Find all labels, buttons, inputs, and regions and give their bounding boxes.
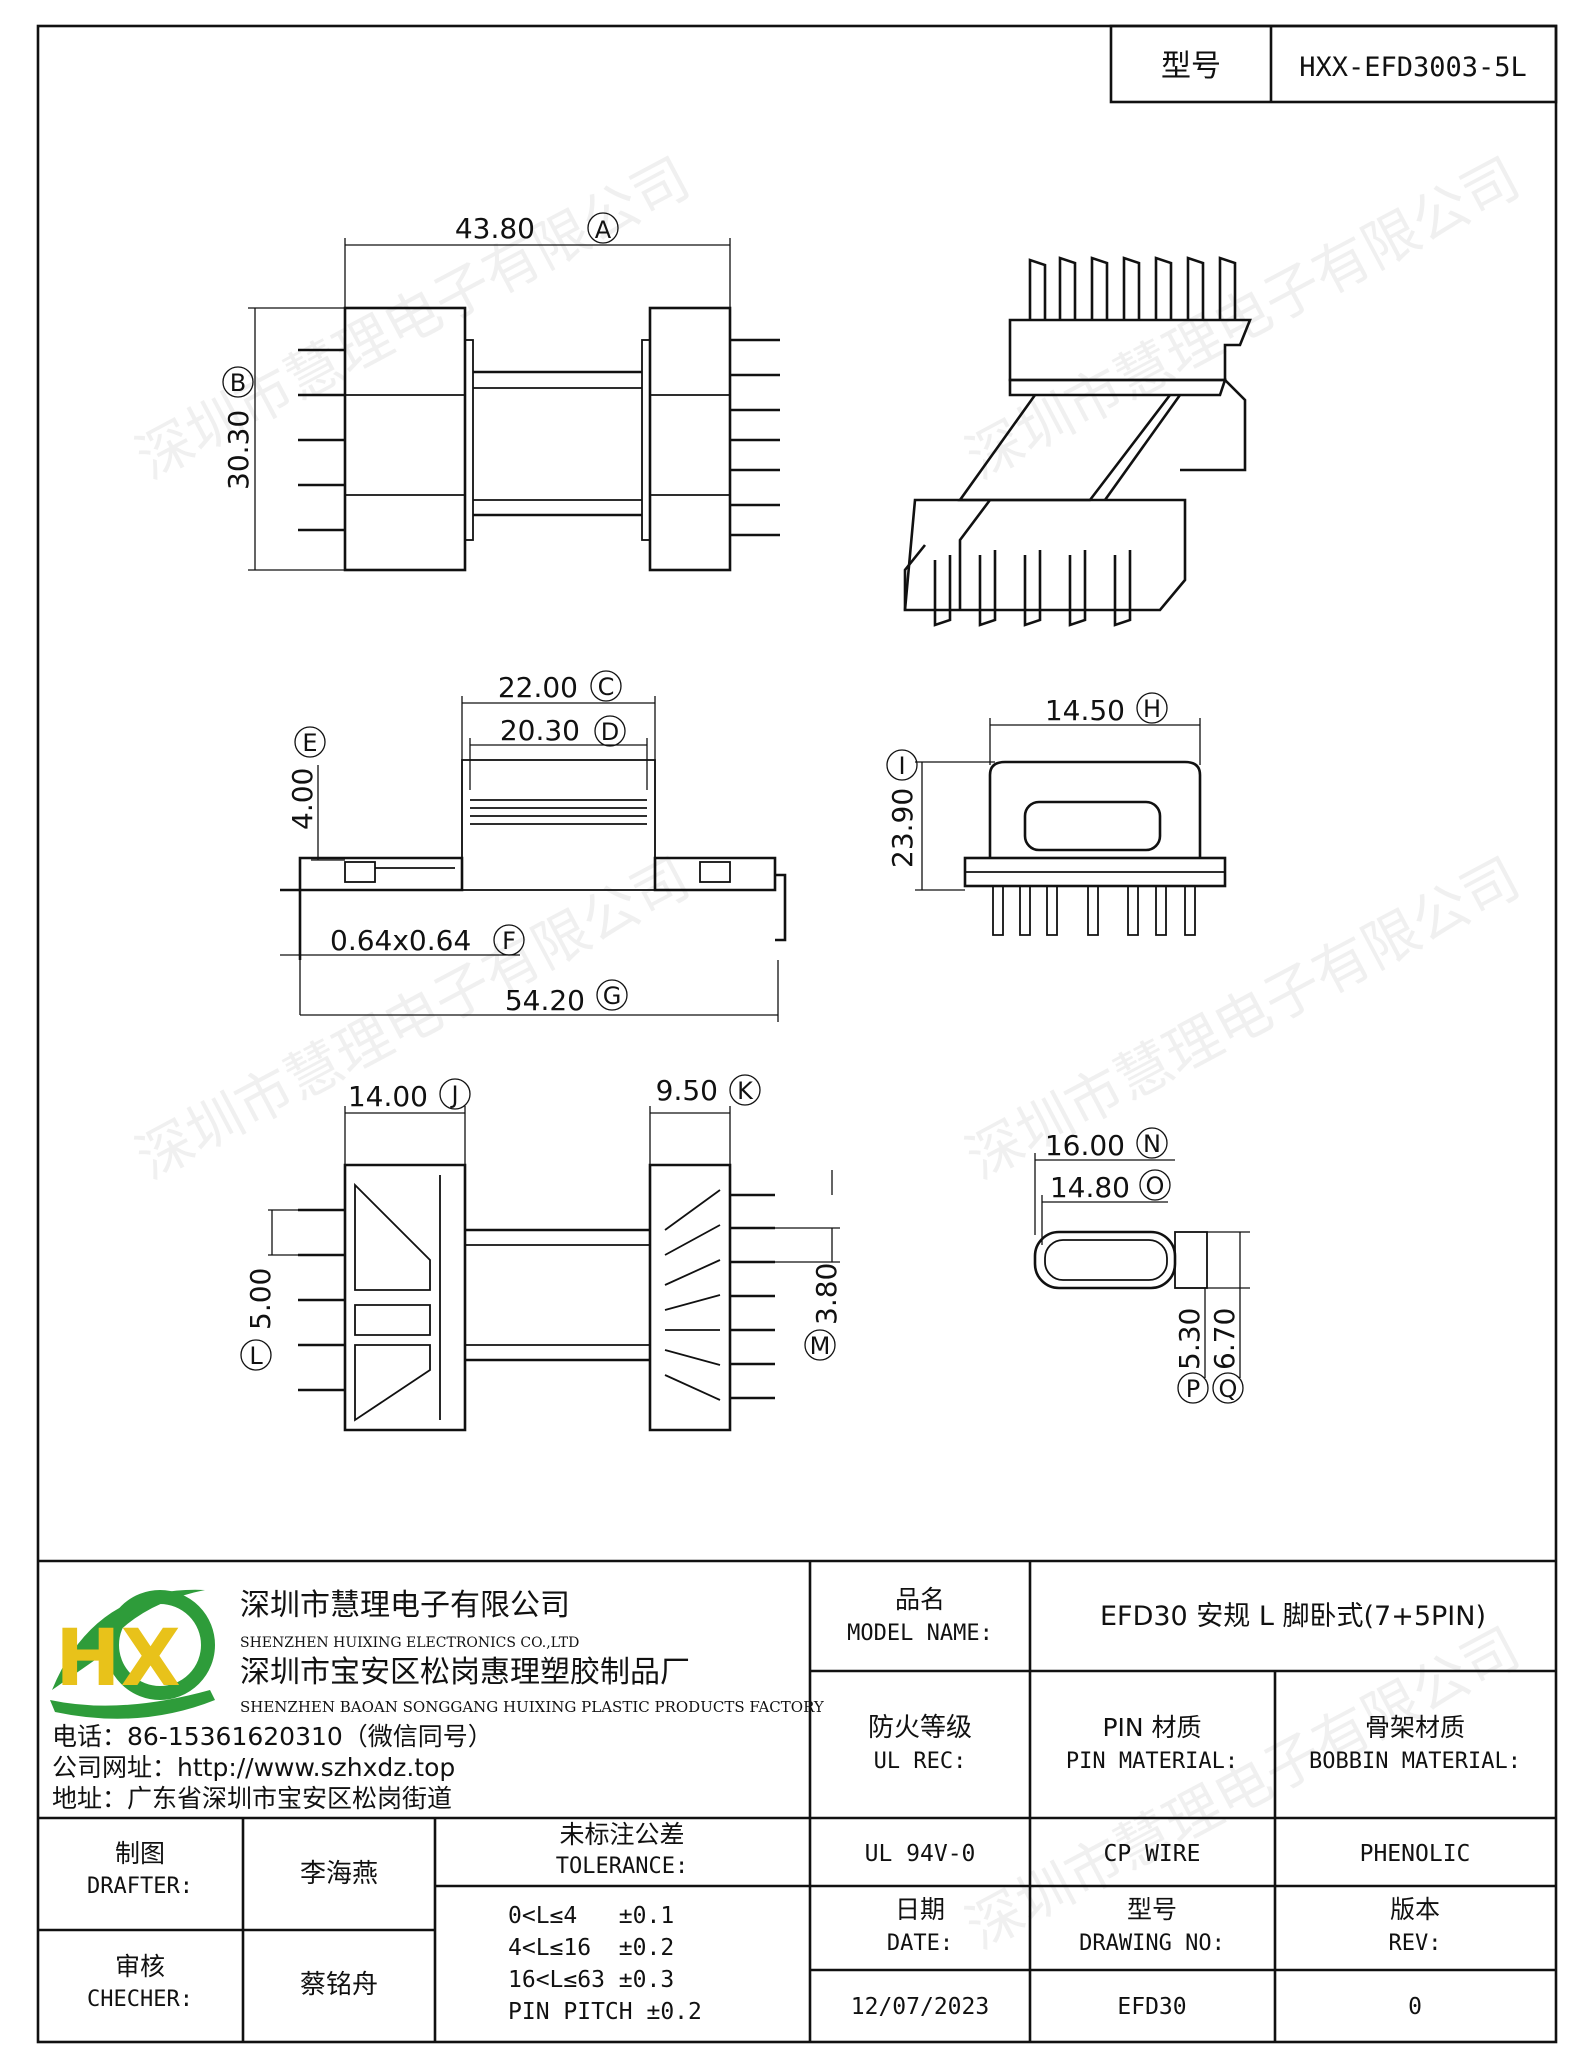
dim-a-value: 43.80 <box>455 212 535 245</box>
drawing-no-value: EFD30 <box>1117 1994 1186 2020</box>
dim-a-letter: A <box>595 216 612 244</box>
fire-rating-value: UL 94V-0 <box>865 1841 976 1867</box>
drafter-name: 李海燕 <box>300 1859 378 1889</box>
dim-e-value: 4.00 <box>286 768 319 830</box>
bobbin-material-label-cn: 骨架材质 <box>1365 1713 1465 1742</box>
checker-label-en: CHECHER: <box>87 1987 193 2012</box>
company-phone: 电话：86-15361620310（微信同号） <box>52 1722 493 1751</box>
dim-g-letter: G <box>603 982 622 1010</box>
bobbin-material-label-en: BOBBIN MATERIAL: <box>1309 1749 1521 1774</box>
dim-q-letter: Q <box>1219 1375 1238 1403</box>
dim-q-value: 6.70 <box>1208 1308 1241 1370</box>
top-view: 43.80 A 30.30 B <box>222 212 780 572</box>
header-model-label: 型号 <box>1161 49 1221 84</box>
dim-o-letter: O <box>1146 1172 1165 1200</box>
isometric-view <box>903 256 1252 627</box>
factory-name-en: SHENZHEN BAOAN SONGGANG HUIXING PLASTIC … <box>240 1698 825 1716</box>
sheet-border <box>36 24 1558 2044</box>
dim-g-value: 54.20 <box>505 984 585 1017</box>
header-model-value: HXX-EFD3003-5L <box>1299 52 1527 83</box>
pin-material-value: CP WIRE <box>1104 1841 1201 1867</box>
watermark-text: 深圳市慧理电子有限公司 <box>956 1616 1530 1963</box>
header-model-box: 型号 HXX-EFD3003-5L <box>1109 24 1558 104</box>
company-website: 公司网址：http://www.szhxdz.top <box>52 1753 455 1782</box>
checker-label-cn: 审核 <box>115 1952 165 1981</box>
dim-j-letter: J <box>449 1081 458 1109</box>
product-name-label-en: MODEL NAME: <box>847 1621 993 1646</box>
rev-value: 0 <box>1408 1994 1422 2020</box>
dim-c-value: 22.00 <box>498 671 578 704</box>
dim-i-letter: H <box>1143 695 1161 723</box>
dim-e-letter: E <box>302 729 317 757</box>
fire-rating-label-cn: 防火等级 <box>868 1713 972 1743</box>
bottom-view: 14.00 J 9.50 K <box>240 1074 843 1432</box>
rev-label-en: REV: <box>1389 1931 1442 1956</box>
company-address: 地址：广东省深圳市宝安区松岗街道 <box>52 1784 452 1813</box>
date-value: 12/07/2023 <box>851 1994 989 2020</box>
dim-n-letter: N <box>1143 1130 1161 1158</box>
dim-k-letter: K <box>737 1077 754 1105</box>
dim-d-value: 20.30 <box>500 714 580 747</box>
watermark-text: 深圳市慧理电子有限公司 <box>126 146 700 493</box>
dim-h-value: 23.90 <box>886 788 919 868</box>
logo-text: HX <box>55 1614 180 1704</box>
watermark-text: 深圳市慧理电子有限公司 <box>126 846 700 1193</box>
product-name-value: EFD30 安规 L 脚卧式(7+5PIN) <box>1100 1601 1486 1632</box>
drafter-label-en: DRAFTER: <box>87 1874 193 1899</box>
company-name-cn: 深圳市慧理电子有限公司 <box>240 1588 570 1623</box>
dim-f-value: 0.64x0.64 <box>330 924 471 957</box>
factory-name-cn: 深圳市宝安区松岗惠理塑胶制品厂 <box>240 1655 690 1690</box>
date-label-en: DATE: <box>887 1931 953 1956</box>
pin-material-label-en: PIN MATERIAL: <box>1066 1749 1238 1774</box>
section-view: 16.00 N 14.80 O 5.30 6.70 P Q <box>1033 1127 1250 1404</box>
drafter-label-cn: 制图 <box>115 1839 165 1868</box>
dim-d-letter: D <box>601 718 619 746</box>
dim-b-letter: B <box>230 369 246 397</box>
drawing-no-label-en: DRAWING NO: <box>1079 1931 1225 1956</box>
dim-o-value: 14.80 <box>1050 1171 1130 1204</box>
dim-i-value: 14.50 <box>1045 694 1125 727</box>
dim-k-value: 9.50 <box>656 1074 718 1107</box>
dim-p-value: 5.30 <box>1173 1308 1206 1370</box>
dim-f-letter: F <box>502 927 516 955</box>
pin-material-label-cn: PIN 材质 <box>1102 1713 1201 1742</box>
title-block: HX 深圳市慧理电子有限公司 SHENZHEN HUIXING ELECTRON… <box>38 1559 1556 2042</box>
dim-c-letter: C <box>598 673 615 701</box>
bobbin-material-value: PHENOLIC <box>1360 1841 1471 1867</box>
dim-b-value: 30.30 <box>222 410 255 490</box>
dim-l-value: 5.00 <box>244 1268 277 1330</box>
tolerance-line: 0<L≤4 ±0.1 <box>508 1903 674 1929</box>
dim-j-value: 14.00 <box>348 1080 428 1113</box>
dim-h-letter: I <box>898 752 905 780</box>
fire-rating-label-en: UL REC: <box>874 1749 967 1774</box>
dim-m-value: 3.80 <box>810 1263 843 1325</box>
dim-l-letter: L <box>249 1342 263 1370</box>
rev-label-cn: 版本 <box>1390 1895 1440 1924</box>
product-name-label-cn: 品名 <box>895 1585 945 1614</box>
dim-m-letter: M <box>810 1332 831 1360</box>
date-label-cn: 日期 <box>895 1895 945 1924</box>
dim-n-value: 16.00 <box>1045 1129 1125 1162</box>
tolerance-line: PIN PITCH ±0.2 <box>508 1999 702 2025</box>
dim-p-letter: P <box>1186 1375 1200 1403</box>
side-view: 22.00 C 20.30 D 4.00 E 0 <box>280 670 787 1022</box>
tolerance-label-cn: 未标注公差 <box>559 1820 684 1849</box>
tolerance-line: 16<L≤63 ±0.3 <box>508 1967 674 1993</box>
end-view: 14.50 H 23.90 I <box>886 692 1227 936</box>
watermark-text: 深圳市慧理电子有限公司 <box>956 846 1530 1193</box>
drawing-no-label-cn: 型号 <box>1127 1895 1177 1924</box>
checker-name: 蔡铭舟 <box>300 1970 378 2000</box>
tolerance-label-en: TOLERANCE: <box>556 1854 688 1879</box>
company-logo: HX <box>50 1589 215 1719</box>
tolerance-line: 4<L≤16 ±0.2 <box>508 1935 674 1961</box>
company-name-en: SHENZHEN HUIXING ELECTRONICS CO.,LTD <box>240 1635 579 1651</box>
